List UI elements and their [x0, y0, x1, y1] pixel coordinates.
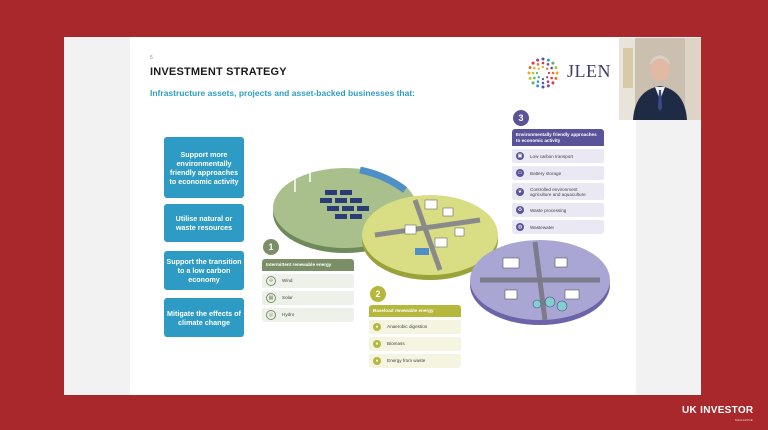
list-item: ❦ Controlled environment agriculture and… [512, 183, 604, 201]
slide-page-number: 5 [150, 55, 153, 61]
goal-box-climate: Mitigate the effects of climate change [164, 298, 244, 337]
industrial-disc [470, 240, 610, 325]
infrastructure-illustration [273, 155, 610, 325]
logo-dot [546, 84, 550, 88]
category-item-label: Anaerobic digestion [387, 324, 428, 330]
logo-dot [536, 58, 540, 62]
logo-dot [551, 81, 555, 85]
logo-dot [547, 71, 551, 75]
logo-dot [546, 76, 549, 79]
logo-dot [527, 71, 531, 75]
logo-dot [541, 61, 545, 65]
logo-dot [531, 71, 535, 75]
list-item: ✣ Wind [262, 273, 354, 288]
slide-title: INVESTMENT STRATEGY [150, 66, 287, 78]
category-badge-2: 2 [370, 286, 386, 302]
logo-dot [546, 67, 549, 70]
category-badge-3: 3 [513, 110, 529, 126]
logo-dot [541, 57, 545, 61]
logo-dot [536, 80, 540, 83]
logo-dot [536, 84, 540, 88]
logo-dots-icon [527, 57, 559, 89]
logo-dot [541, 65, 545, 69]
slide-subtitle: Infrastructure assets, projects and asse… [150, 88, 416, 98]
logo-dot [541, 81, 545, 85]
category-item-label: Low carbon transport [530, 153, 574, 159]
logo-dot [531, 61, 535, 65]
transport-icon: ▣ [516, 152, 524, 161]
category-item-label: Battery storage [530, 170, 562, 176]
webcam-video [619, 38, 701, 120]
logo-dot [551, 71, 555, 75]
category-item-label: Controlled environment agriculture and a… [530, 186, 586, 197]
list-item: ● Anaerobic digestion [369, 319, 461, 334]
category-item-label: Biomass [387, 341, 405, 347]
category-item-label: Hydro [282, 312, 295, 318]
list-item: ▣ Low carbon transport [512, 149, 604, 164]
category-title: Intermittent renewable energy [262, 259, 354, 271]
goal-box-environmental: Support more environmentally friendly ap… [164, 137, 244, 198]
logo-dot [533, 76, 536, 80]
logo-dot [554, 76, 558, 80]
logo-dot [541, 85, 545, 89]
logo-dot [531, 81, 535, 85]
logo-text: JLEN [567, 61, 611, 81]
list-item: ● Biomass [369, 336, 461, 351]
logo-dot [551, 61, 555, 65]
logo-dot [541, 77, 545, 81]
agriculture-icon: ❦ [516, 187, 524, 196]
logo-dot [528, 76, 532, 80]
logo-dot [536, 63, 540, 66]
category-environmental: Environmentally friendly approaches to e… [512, 129, 604, 235]
logo-dot [550, 76, 553, 80]
jlen-logo: JLEN [525, 55, 623, 89]
category-title: Environmentally friendly approaches to e… [512, 129, 604, 147]
logo-dot [554, 66, 558, 70]
goal-box-natural-resources: Utilise natural or waste resources [164, 204, 244, 242]
wind-icon: ✣ [266, 275, 276, 286]
solar-icon: ▦ [266, 292, 276, 303]
brand-logo: UK INVESTOR [682, 405, 754, 416]
logo-dot [546, 80, 550, 83]
category-title: Baseload renewable energy [369, 305, 461, 317]
logo-dot [537, 76, 540, 79]
category-item-label: Energy from waste [387, 358, 426, 364]
list-item: ● Energy from waste [369, 353, 461, 368]
logo-dot [546, 63, 550, 66]
logo-dot [555, 71, 559, 75]
presenter-image [619, 38, 701, 120]
category-badge-1: 1 [263, 239, 279, 255]
list-item: ▦ Solar [262, 290, 354, 305]
wastewater-icon: ◍ [516, 223, 524, 232]
category-baseload: Baseload renewable energy ● Anaerobic di… [369, 305, 461, 368]
logo-dot [528, 66, 532, 70]
city-disc [362, 195, 498, 280]
category-item-label: Wastewater [530, 224, 555, 230]
brand-subtitle: MAGAZINE [735, 418, 754, 422]
waste-energy-icon: ● [373, 356, 381, 365]
goal-box-low-carbon: Support the transition to a low carbon e… [164, 251, 244, 290]
biomass-icon: ● [373, 339, 381, 348]
logo-dot [535, 71, 539, 75]
logo-dot [550, 66, 553, 70]
list-item: ◎ Hydro [262, 307, 354, 322]
logo-dot [537, 67, 540, 70]
waste-icon: ♻ [516, 206, 524, 215]
digestion-icon: ● [373, 322, 381, 331]
category-intermittent: Intermittent renewable energy ✣ Wind ▦ S… [262, 259, 354, 322]
logo-dot [546, 58, 550, 62]
logo-dot [533, 66, 536, 70]
category-item-label: Solar [282, 295, 293, 301]
list-item: ◍ Wastewater [512, 220, 604, 235]
hydro-icon: ◎ [266, 309, 276, 320]
battery-icon: ▭ [516, 169, 524, 178]
list-item: ▭ Battery storage [512, 166, 604, 181]
list-item: ♻ Waste processing [512, 203, 604, 218]
category-item-label: Wind [282, 278, 293, 284]
category-item-label: Waste processing [530, 207, 567, 213]
